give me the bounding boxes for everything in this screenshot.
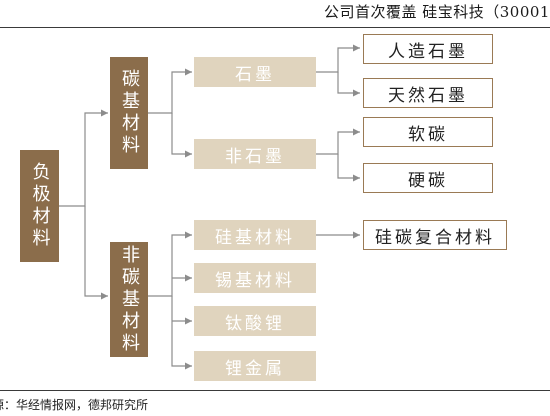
tin-based-label: 锡基材料 — [215, 270, 295, 291]
connector-graphite-natural — [337, 72, 360, 97]
soft-carbon-node: 软碳 — [363, 117, 493, 147]
source-note: 源：华经情报网，德邦研究所 — [0, 398, 149, 412]
connector-root-carbon — [59, 109, 108, 207]
footer-divider — [0, 390, 550, 391]
connector-graphite-artificial — [316, 44, 360, 73]
silicon-based-label: 硅基材料 — [215, 227, 295, 248]
connector-nongraphite-soft — [316, 128, 360, 155]
hard-carbon-label: 硬碳 — [408, 170, 448, 191]
root-node: 负极材料 — [20, 150, 59, 262]
noncarbon-branch-node: 非碳基材料 — [110, 242, 148, 357]
natural-graphite-label: 天然石墨 — [388, 85, 468, 106]
connector-noncarbon-silicon — [148, 231, 192, 297]
carbon-branch-label: 碳基材料 — [119, 69, 140, 157]
connector-carbon-nongraphite — [171, 113, 192, 158]
graphite-label: 石墨 — [235, 64, 275, 85]
carbon-branch-node: 碳基材料 — [110, 57, 148, 169]
connector-root-noncarbon — [84, 206, 108, 300]
artificial-graphite-label: 人造石墨 — [388, 41, 468, 62]
lithium-metal-node: 锂金属 — [194, 351, 316, 381]
natural-graphite-node: 天然石墨 — [363, 78, 493, 108]
lithium-titanate-node: 钛酸锂 — [194, 306, 316, 336]
graphite-node: 石墨 — [194, 57, 316, 87]
header-text: 公司首次覆盖 硅宝科技（300019 — [323, 3, 550, 21]
connector-carbon-graphite — [148, 68, 192, 114]
tin-based-node: 锡基材料 — [194, 263, 316, 293]
non-graphite-node: 非石墨 — [194, 139, 316, 169]
lithium-titanate-label: 钛酸锂 — [225, 313, 285, 334]
soft-carbon-label: 软碳 — [408, 124, 448, 145]
lithium-metal-label: 锂金属 — [225, 358, 285, 379]
silicon-carbon-composite-node: 硅碳复合材料 — [363, 220, 507, 250]
root-label: 负极材料 — [29, 162, 51, 250]
silicon-carbon-composite-label: 硅碳复合材料 — [375, 227, 495, 248]
header-divider — [0, 27, 550, 28]
non-graphite-label: 非石墨 — [225, 146, 285, 167]
artificial-graphite-node: 人造石墨 — [363, 34, 493, 64]
connector-noncarbon-lithium — [171, 296, 192, 370]
hard-carbon-node: 硬碳 — [363, 163, 493, 193]
silicon-based-node: 硅基材料 — [194, 220, 316, 250]
connector-nongraphite-hard — [337, 154, 360, 182]
noncarbon-branch-label: 非碳基材料 — [119, 244, 140, 355]
report-header: 公司首次覆盖 硅宝科技（300019 — [0, 0, 550, 28]
